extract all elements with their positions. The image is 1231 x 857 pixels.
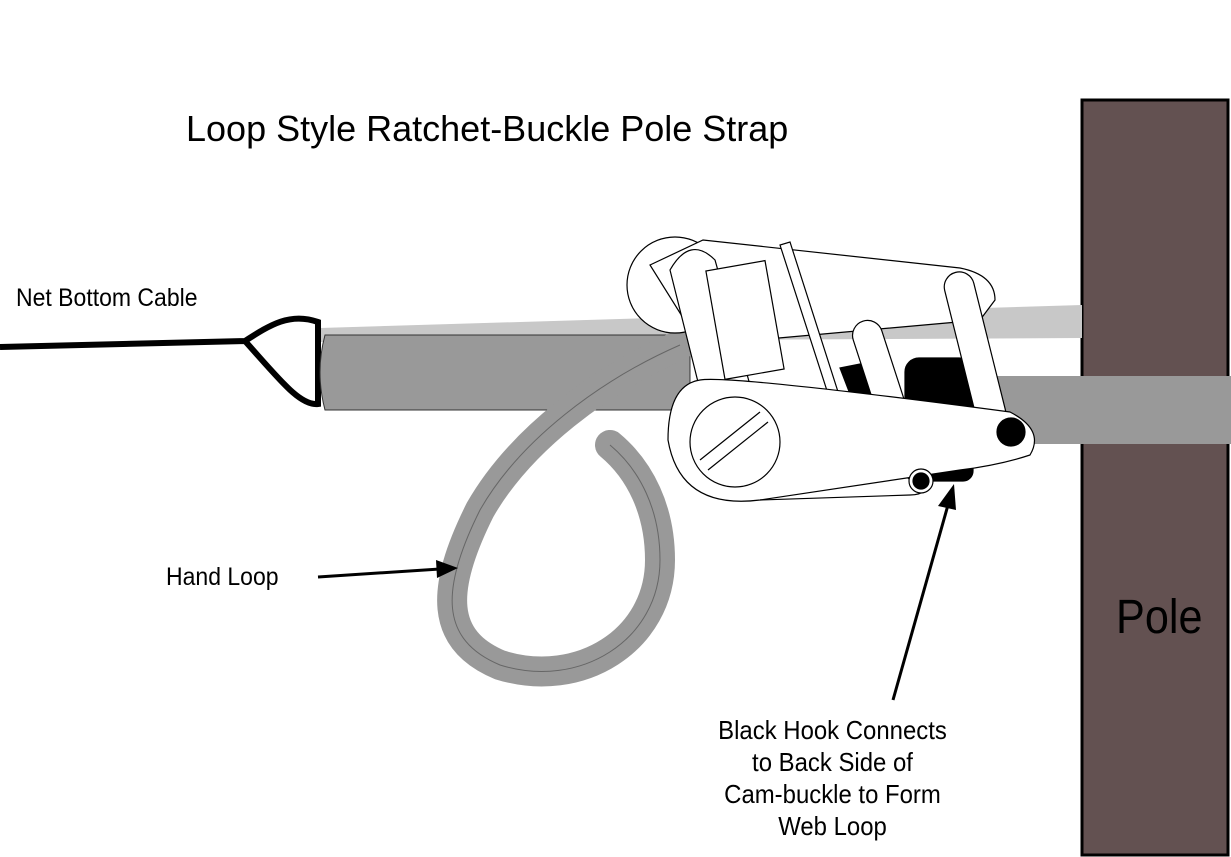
ratchet-buckle	[626, 236, 1035, 502]
net-bottom-cable	[0, 315, 321, 408]
label-pole: Pole	[1116, 591, 1203, 644]
label-net-bottom-cable: Net Bottom Cable	[16, 284, 198, 312]
hand-loop-outline	[451, 344, 681, 672]
hook-arrow	[891, 484, 956, 701]
label-black-hook-line: to Back Side of	[752, 747, 913, 777]
diagram-title: Loop Style Ratchet-Buckle Pole Strap	[186, 108, 789, 149]
label-black-hook-line: Black Hook Connects	[718, 715, 947, 745]
label-hand-loop: Hand Loop	[166, 563, 279, 591]
hand-loop-arrow	[317, 560, 458, 579]
label-black-hook-line: Cam-buckle to Form	[724, 779, 941, 809]
label-black-hook: Black Hook Connects to Back Side of Cam-…	[701, 714, 963, 842]
label-black-hook-line: Web Loop	[778, 811, 887, 841]
pole	[1080, 98, 1230, 857]
